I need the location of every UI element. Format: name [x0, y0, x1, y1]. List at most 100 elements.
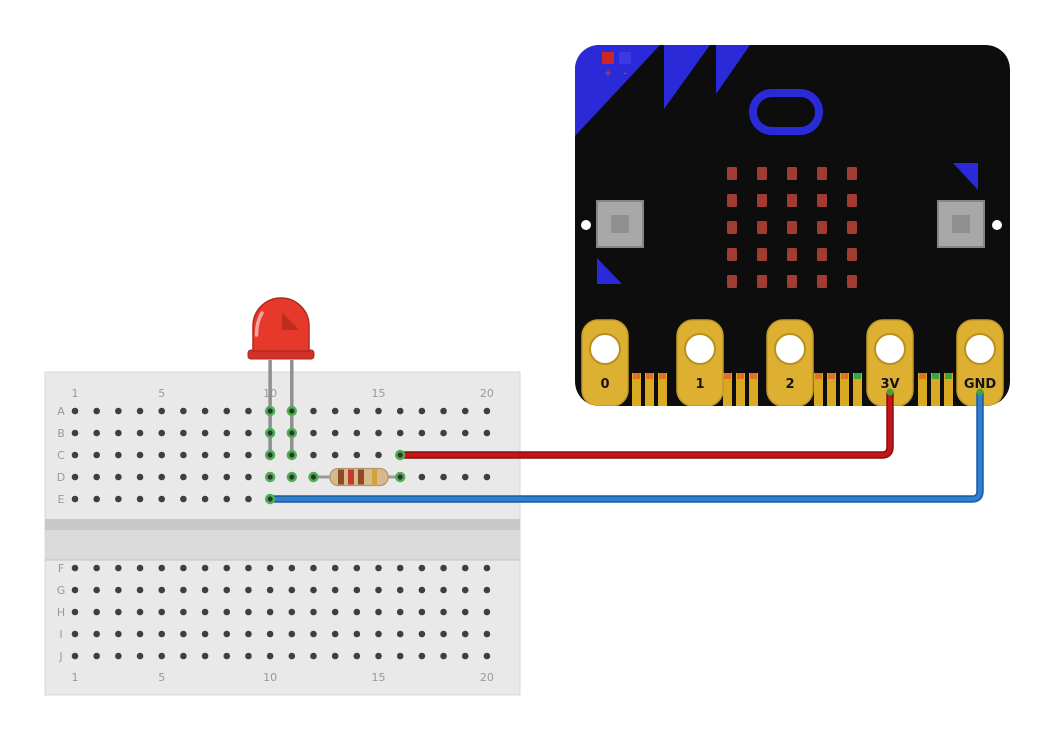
matrix-led	[757, 221, 767, 234]
breadboard-hole	[483, 586, 491, 594]
breadboard-hole	[331, 630, 339, 638]
breadboard-hole	[93, 429, 100, 437]
decoration-triangle-3	[597, 258, 622, 284]
breadboard-hole	[375, 586, 382, 594]
connected-hole-center	[267, 452, 273, 458]
breadboard-hole	[201, 608, 209, 616]
breadboard-hole	[396, 608, 404, 616]
connected-hole-center	[397, 452, 403, 458]
column-label-bottom: 10	[263, 671, 277, 684]
breadboard-hole	[201, 451, 209, 459]
breadboard-hole	[115, 564, 122, 572]
row-label: D	[57, 471, 65, 484]
breadboard-hole	[158, 652, 166, 660]
breadboard-hole	[483, 473, 491, 481]
breadboard-hole	[461, 429, 469, 437]
matrix-led	[847, 194, 857, 207]
breadboard-hole	[201, 429, 209, 437]
breadboard-hole	[353, 630, 361, 638]
breadboard-hole	[115, 630, 122, 638]
resistor-band	[348, 469, 354, 485]
breadboard-hole	[180, 564, 187, 572]
breadboard-hole	[180, 608, 187, 616]
breadboard-hole	[396, 630, 404, 638]
breadboard-hole	[331, 608, 339, 616]
breadboard-hole	[440, 473, 447, 481]
breadboard-hole	[375, 652, 382, 660]
breadboard-hole	[266, 564, 274, 572]
decoration-triangle-2	[716, 45, 750, 94]
matrix-led	[787, 167, 797, 180]
wire-gnd	[268, 390, 983, 502]
tooth-mark	[646, 373, 653, 379]
breadboard-hole	[440, 630, 447, 638]
matrix-led	[787, 275, 797, 288]
breadboard-hole	[288, 652, 296, 660]
breadboard-hole	[353, 429, 361, 437]
breadboard-hole	[440, 429, 447, 437]
matrix-led	[757, 167, 767, 180]
breadboard-hole	[266, 652, 274, 660]
breadboard-hole	[440, 586, 447, 594]
breadboard-hole	[158, 429, 166, 437]
breadboard-hole	[93, 495, 100, 503]
breadboard-hole	[115, 429, 122, 437]
matrix-led	[847, 248, 857, 261]
breadboard-hole	[158, 495, 166, 503]
breadboard-hole	[483, 630, 491, 638]
tooth-mark	[919, 373, 926, 379]
pin-label: 3V	[880, 377, 899, 392]
matrix-led	[727, 194, 737, 207]
breadboard-hole	[71, 586, 79, 594]
breadboard-hole	[418, 429, 426, 437]
breadboard-hole	[136, 586, 144, 594]
breadboard-hole	[245, 451, 252, 459]
tooth-mark	[854, 373, 861, 379]
breadboard-hole	[245, 429, 252, 437]
connected-hole-center	[289, 452, 295, 458]
breadboard-hole	[223, 429, 231, 437]
tooth-mark	[724, 373, 731, 379]
breadboard-hole	[180, 586, 187, 594]
row-label: J	[58, 650, 62, 663]
column-label-top: 20	[480, 387, 494, 400]
breadboard-hole	[331, 586, 339, 594]
connected-hole-center	[267, 408, 273, 414]
column-label-bottom: 20	[480, 671, 494, 684]
breadboard-hole	[136, 473, 144, 481]
breadboard-hole	[353, 652, 361, 660]
breadboard-hole	[245, 586, 252, 594]
breadboard-hole	[310, 451, 317, 459]
pin-pad-3V: 3V	[866, 319, 914, 406]
breadboard-hole	[201, 586, 209, 594]
breadboard-hole	[136, 564, 144, 572]
breadboard-hole	[115, 407, 122, 415]
breadboard-hole	[136, 652, 144, 660]
breadboard-hole	[136, 407, 144, 415]
wire-3v	[398, 390, 893, 458]
row-label: A	[57, 405, 65, 418]
pad-hole	[684, 333, 716, 365]
breadboard-hole	[483, 407, 491, 415]
edge-connector-tooth	[736, 373, 745, 406]
button-a-cap	[611, 215, 629, 233]
breadboard-hole	[483, 652, 491, 660]
breadboard-hole	[180, 630, 187, 638]
breadboard-hole	[418, 586, 426, 594]
pin-label: 2	[785, 377, 794, 392]
matrix-led	[847, 167, 857, 180]
matrix-led	[757, 248, 767, 261]
edge-connector-tooth	[723, 373, 732, 406]
matrix-led	[817, 167, 827, 180]
matrix-led	[757, 275, 767, 288]
breadboard-hole	[71, 407, 79, 415]
matrix-led	[817, 248, 827, 261]
pin-label: GND	[964, 377, 997, 392]
column-label-bottom: 5	[158, 671, 165, 684]
breadboard-hole	[375, 451, 382, 459]
tooth-mark	[815, 373, 822, 379]
breadboard-hole	[223, 652, 231, 660]
antenna-decoration	[575, 45, 660, 136]
